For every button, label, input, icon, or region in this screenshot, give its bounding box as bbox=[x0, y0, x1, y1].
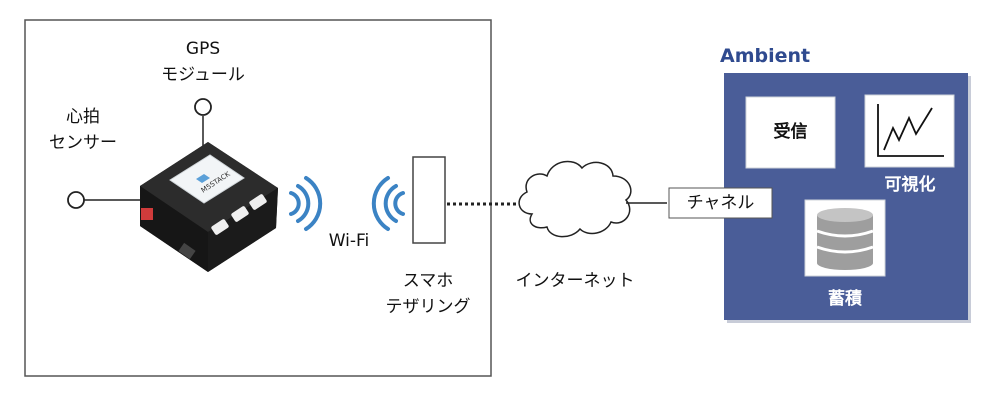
device-button-b bbox=[231, 206, 249, 222]
heart-label-line1: 心拍 bbox=[66, 107, 100, 127]
gps-label-line2: モジュール bbox=[161, 65, 245, 85]
line-chart-icon bbox=[877, 104, 944, 157]
smartphone-icon bbox=[412, 156, 446, 244]
internet-cloud-icon bbox=[518, 160, 632, 238]
visualize-label: 可視化 bbox=[884, 175, 936, 195]
channel-box bbox=[668, 187, 773, 219]
store-label: 蓄積 bbox=[828, 289, 862, 309]
heart-label-line2: センサー bbox=[49, 133, 117, 153]
device-red-port bbox=[141, 208, 153, 220]
ambient-title: Ambient bbox=[720, 45, 811, 67]
device-logo-mark bbox=[196, 174, 210, 183]
wifi-waves-device bbox=[289, 176, 323, 231]
wifi-label: Wi-Fi bbox=[328, 231, 370, 251]
device-side-port bbox=[178, 242, 196, 260]
internet-label: インターネット bbox=[515, 271, 635, 291]
heart-connector-terminal bbox=[67, 191, 85, 209]
channel-label: チャネル bbox=[686, 193, 755, 213]
tether-label-line1: スマホ bbox=[402, 271, 454, 291]
visualize-chart-box bbox=[864, 94, 955, 168]
receive-label: 受信 bbox=[773, 122, 808, 142]
tether-label-line2: テザリング bbox=[385, 297, 471, 317]
wifi-waves-phone bbox=[371, 176, 405, 231]
gps-label-line1: GPS bbox=[185, 39, 221, 59]
gps-module-label: GPS モジュール bbox=[148, 36, 258, 88]
m5stack-device bbox=[140, 142, 278, 272]
tethering-label: スマホ テザリング bbox=[373, 268, 483, 320]
database-icon bbox=[816, 208, 874, 270]
receive-box bbox=[745, 96, 836, 169]
gps-connector-terminal bbox=[194, 98, 212, 116]
device-button-a bbox=[211, 219, 229, 235]
device-button-c bbox=[249, 194, 267, 210]
heart-sensor-label: 心拍 センサー bbox=[33, 104, 133, 156]
